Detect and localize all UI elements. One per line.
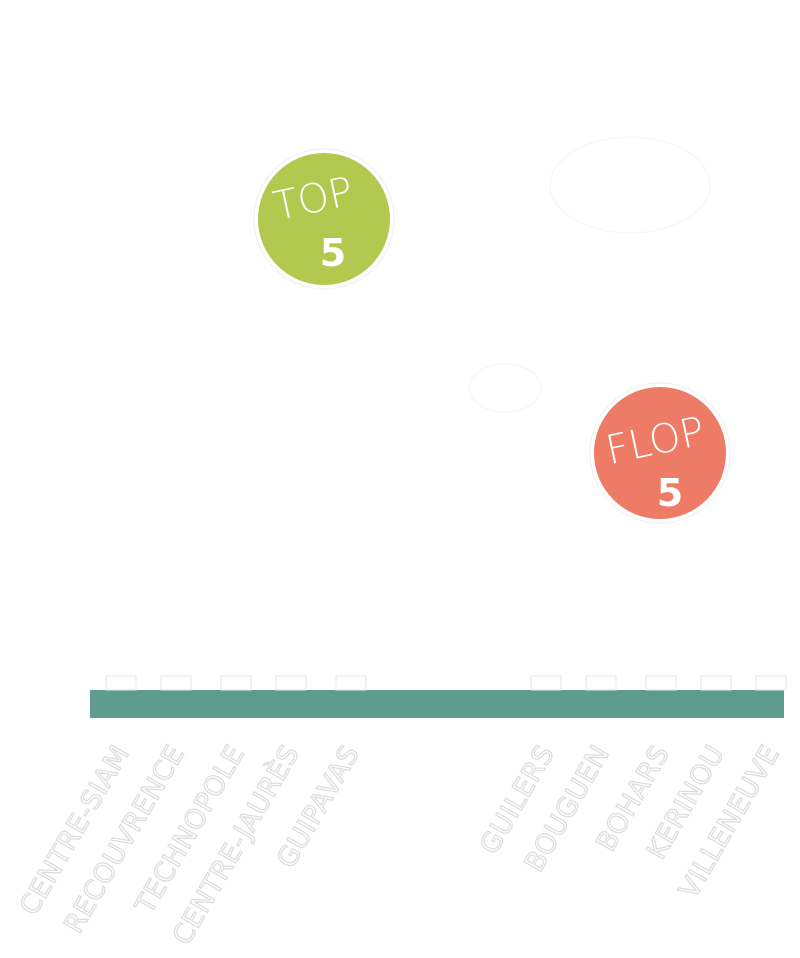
bar [275, 675, 307, 691]
bar [105, 675, 137, 691]
top-5-badge: TOP 5 [253, 148, 395, 290]
flop-badge-number: 5 [657, 471, 683, 515]
flop-5-badge: FLOP 5 [589, 382, 731, 524]
top-badge-circle [258, 153, 390, 285]
bar [160, 675, 192, 691]
decorative-clouds [468, 136, 711, 413]
flop-badge-circle [594, 387, 726, 519]
bar [530, 675, 562, 691]
bar [585, 675, 617, 691]
bar [335, 675, 367, 691]
bar [220, 675, 252, 691]
category-labels: CENTRE-SIAMRECOUVRENCETECHNOPOLECENTRE-J… [13, 739, 786, 951]
bar [700, 675, 732, 691]
bar [645, 675, 677, 691]
chart-baseline [90, 690, 784, 718]
top-badge-number: 5 [320, 231, 346, 275]
bar [755, 675, 787, 691]
bar-group [105, 675, 787, 691]
